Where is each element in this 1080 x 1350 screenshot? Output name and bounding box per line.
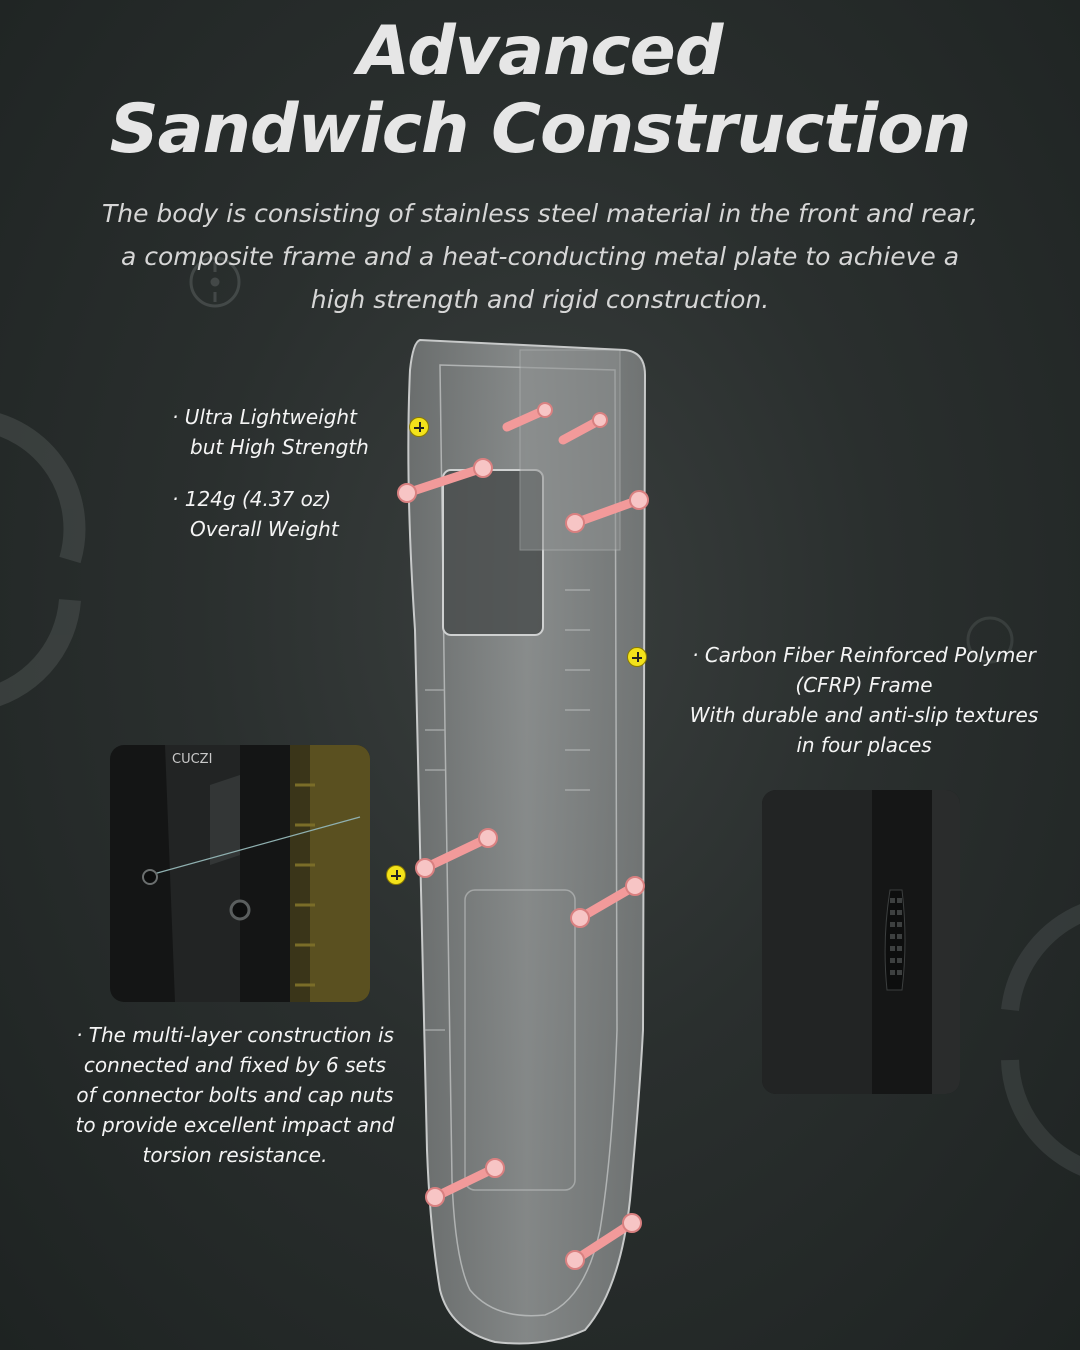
plus-marker-icon — [409, 417, 429, 437]
callout-overall-weight: · 124g (4.37 oz) Overall Weight — [172, 484, 412, 544]
callout-multi-layer: · The multi-layer construction is connec… — [40, 1020, 430, 1170]
callout-line: of connector bolts and cap nuts — [76, 1083, 394, 1107]
subtitle-line: a composite frame and a heat-conducting … — [120, 242, 960, 271]
callout-line: in four places — [796, 733, 932, 757]
subtitle-line: high strength and rigid construction. — [310, 285, 770, 314]
subtitle-line: The body is consisting of stainless stee… — [101, 199, 979, 228]
device-cutaway-illustration — [397, 338, 649, 1345]
callout-line: but High Strength — [190, 435, 369, 459]
callout-line: · The multi-layer construction is — [76, 1023, 394, 1047]
inset-engraving: CUCZI — [172, 752, 212, 767]
callout-line: · 124g (4.37 oz) — [172, 487, 332, 511]
plus-marker-icon — [627, 647, 647, 667]
callout-line: · Ultra Lightweight — [172, 405, 357, 429]
inset-bolt-closeup: CUCZI — [110, 745, 370, 1002]
callout-line: · Carbon Fiber Reinforced Polymer — [692, 643, 1036, 667]
inset-texture-closeup — [762, 790, 960, 1094]
callout-ultra-lightweight: · Ultra Lightweight but High Strength — [172, 402, 412, 462]
callout-line: to provide excellent impact and — [75, 1113, 395, 1137]
callout-line: With durable and anti-slip textures — [689, 703, 1039, 727]
callout-line: (CFRP) Frame — [795, 673, 933, 697]
subtitle: The body is consisting of stainless stee… — [50, 192, 1030, 321]
connector-screws — [402, 405, 644, 1265]
callout-line: Overall Weight — [190, 517, 339, 541]
callout-cfrp-frame: · Carbon Fiber Reinforced Polymer (CFRP)… — [664, 640, 1064, 760]
screen-window — [442, 469, 544, 636]
page-title-line-1: Advanced — [357, 12, 724, 91]
callout-line: torsion resistance. — [142, 1143, 328, 1167]
plus-marker-icon — [386, 865, 406, 885]
page-title-line-2: Sandwich Construction — [109, 90, 972, 169]
callout-line: connected and fixed by 6 sets — [83, 1053, 387, 1077]
